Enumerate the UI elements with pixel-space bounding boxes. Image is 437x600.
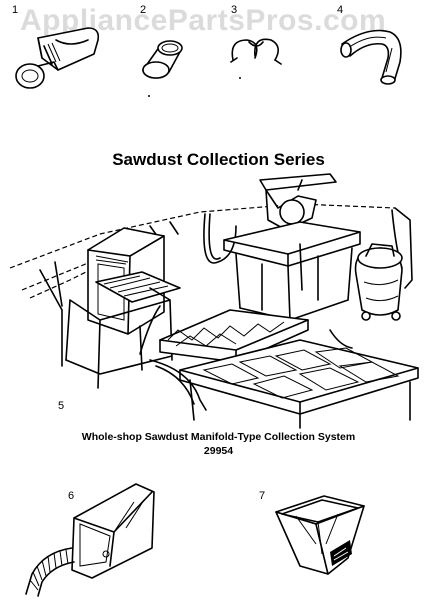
part-7-hopper-drawing [275,495,365,575]
part-number-7: 7 [259,490,266,502]
diagram-caption: Whole-shop Sawdust Manifold-Type Collect… [0,430,437,458]
caption-line-1: Whole-shop Sawdust Manifold-Type Collect… [81,431,356,443]
part-number-2: 2 [140,4,147,16]
part-2-coupler-drawing [142,40,183,79]
part-3-clamps-drawing [230,38,282,65]
part-6-hood-drawing [25,483,155,597]
part-number-5: 5 [58,400,65,412]
caption-line-2: 29954 [203,445,234,457]
part-5-collection-system-drawing [9,173,419,429]
diagram-title: Sawdust Collection Series [112,150,325,169]
part-number-3: 3 [231,4,238,16]
part-4-elbow-drawing [340,29,402,85]
part-1-nozzle-drawing [15,27,100,89]
part-number-4: 4 [337,4,344,16]
part-number-6: 6 [68,490,75,502]
part-number-1: 1 [12,4,19,16]
